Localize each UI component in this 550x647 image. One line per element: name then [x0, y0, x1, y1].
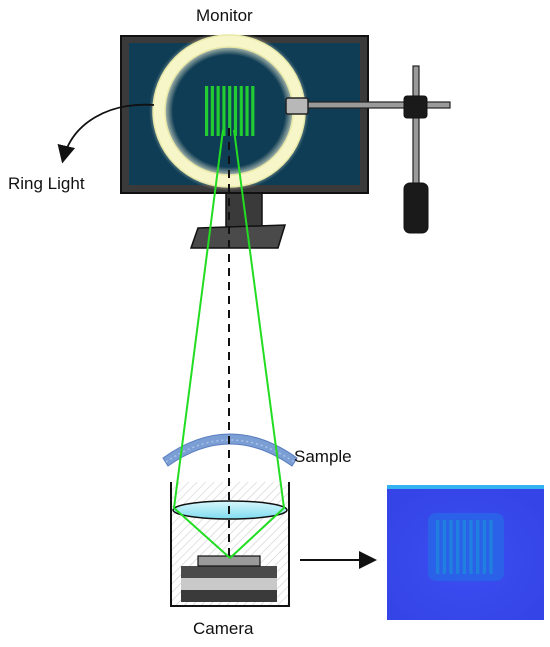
captured-stripe — [462, 520, 466, 574]
sample-label: Sample — [294, 447, 352, 466]
stripe — [228, 86, 232, 136]
stripe — [205, 86, 209, 136]
stripe — [210, 86, 214, 136]
ring-light-arrow — [57, 103, 155, 164]
ring-light-label: Ring Light — [8, 174, 85, 193]
captured-stripe-pattern — [436, 520, 493, 574]
stripe — [239, 86, 243, 136]
monitor-label: Monitor — [196, 6, 253, 25]
captured-stripe — [482, 520, 486, 574]
captured-stripe — [449, 520, 453, 574]
captured-stripe — [456, 520, 460, 574]
monitor-stand — [189, 189, 287, 249]
sample — [162, 433, 298, 467]
captured-stripe — [442, 520, 446, 574]
light-beam — [172, 129, 286, 559]
captured-stripe — [476, 520, 480, 574]
stripe — [245, 86, 249, 136]
stripe — [251, 86, 255, 136]
captured-image — [387, 485, 544, 620]
stripe — [233, 86, 238, 136]
captured-stripe — [489, 520, 493, 574]
captured-stripe — [436, 520, 440, 574]
stripe — [216, 86, 220, 136]
stripe — [222, 86, 226, 136]
camera — [170, 482, 290, 607]
stripe-pattern — [205, 86, 255, 136]
clamp-stand — [285, 65, 451, 234]
camera-label: Camera — [193, 619, 254, 638]
captured-stripe — [469, 520, 473, 574]
